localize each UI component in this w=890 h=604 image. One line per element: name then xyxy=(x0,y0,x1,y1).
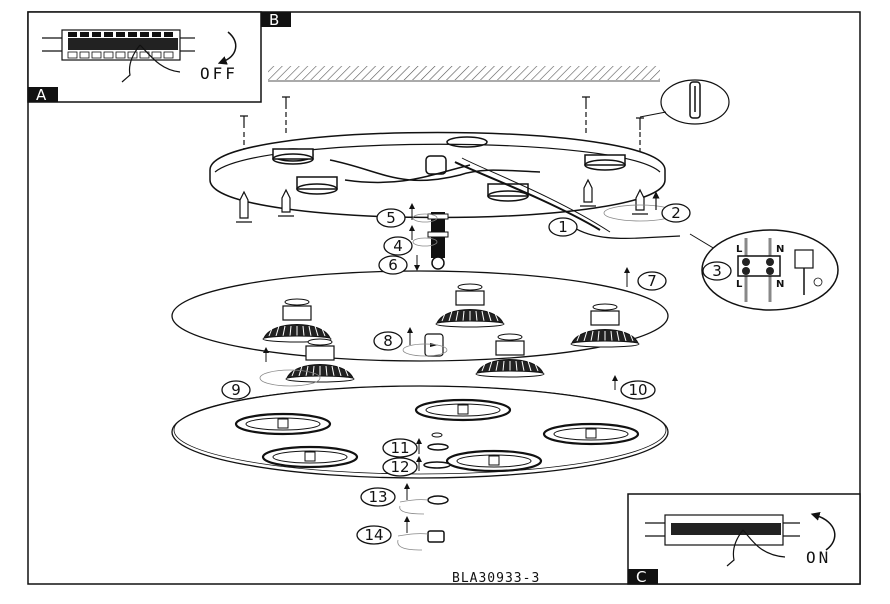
step-number: 9 xyxy=(231,381,241,399)
nut-icon xyxy=(431,256,445,270)
step-label-2: 2 xyxy=(661,203,691,223)
step-label-10: 10 xyxy=(620,380,656,400)
panel-switch-on: C ON xyxy=(627,493,861,586)
terminal-label-bottom-l: L xyxy=(736,279,743,290)
panel-b-tag: B xyxy=(269,11,279,29)
screw-icon xyxy=(582,96,590,109)
bulbs-group xyxy=(262,283,640,383)
threaded-rod xyxy=(409,203,449,271)
step-number: 13 xyxy=(368,488,387,506)
step-number: 7 xyxy=(647,272,657,290)
gu10-bulb-icon xyxy=(475,333,545,378)
spotlight-ring-icon xyxy=(414,398,512,422)
small-parts-11-12 xyxy=(416,432,451,471)
circuit-breaker-icon xyxy=(645,514,800,546)
step-number: 5 xyxy=(386,209,396,227)
step-number: 14 xyxy=(364,526,383,544)
step-number: 2 xyxy=(671,204,681,222)
ceiling-hatch-icon xyxy=(268,66,660,80)
lamp-holder-icon xyxy=(446,136,488,148)
circuit-breaker-icon xyxy=(42,29,195,61)
spotlight-ring-icon xyxy=(542,422,640,446)
terminal-label-bottom-n: N xyxy=(776,279,784,290)
wall-plug-icon xyxy=(278,188,294,217)
wall-plug-icon xyxy=(236,190,252,223)
step-number: 4 xyxy=(393,237,403,255)
switch-off-label: OFF xyxy=(200,64,238,83)
earth-ground-icon xyxy=(813,277,823,287)
terminal-label-top-l: L xyxy=(736,244,743,255)
step-label-5: 5 xyxy=(376,208,406,228)
screw-icon xyxy=(282,96,290,109)
step-label-6: 6 xyxy=(378,255,408,275)
panel-b-tag-bg xyxy=(261,12,291,27)
step-number: 6 xyxy=(388,256,398,274)
step-number: 12 xyxy=(390,458,409,476)
wiring-detail-callout: L N L N xyxy=(701,229,839,311)
page-frame xyxy=(27,11,861,585)
middle-plate xyxy=(171,270,669,362)
rotate-down-arrow-icon xyxy=(217,31,237,65)
lamp-holder-icon xyxy=(296,176,338,195)
step-label-11: 11 xyxy=(382,438,418,458)
step-label-12: 12 xyxy=(382,457,418,477)
step-label-3: 3 xyxy=(702,261,732,281)
switch-on-label: ON xyxy=(806,548,831,567)
rotation-hint xyxy=(259,369,321,387)
gu10-bulb-icon xyxy=(570,303,640,348)
step-number: 11 xyxy=(390,439,409,457)
panel-a-tag-bg xyxy=(28,87,58,102)
spotlight-rings xyxy=(234,398,640,473)
wall-plug-icon xyxy=(580,178,596,207)
step-label-9: 9 xyxy=(221,380,251,400)
panel-switch-off: A B OFF xyxy=(27,11,291,104)
panel-a-tag: A xyxy=(36,86,47,104)
screw-icon xyxy=(636,117,644,130)
step-label-8: 8 xyxy=(373,331,403,351)
step-label-13: 13 xyxy=(360,487,396,507)
document-code: BLA30933-3 xyxy=(452,571,540,586)
lamp-holder-icon xyxy=(487,183,529,202)
panel-c-tag: C xyxy=(636,568,646,586)
cable-icon xyxy=(559,217,681,239)
gu10-bulb-icon xyxy=(285,338,355,383)
step-label-7: 7 xyxy=(637,271,667,291)
terminal-label-top-n: N xyxy=(776,244,784,255)
lamp-holder-icon xyxy=(272,148,314,165)
gu10-bulb-icon xyxy=(262,298,332,343)
base-plate xyxy=(209,131,666,233)
spotlight-ring-icon xyxy=(234,412,332,436)
spotlight-ring-icon xyxy=(445,449,543,473)
clip-part xyxy=(402,327,448,357)
screw-icon xyxy=(240,115,248,128)
step-number: 1 xyxy=(558,218,568,236)
hand-pointer-icon xyxy=(121,44,181,83)
wall-plug-callout xyxy=(639,79,730,125)
ground-terminal-icon xyxy=(794,249,814,269)
end-cap-icon xyxy=(427,530,445,543)
hand-pointer-icon xyxy=(726,529,786,567)
part-13-14 xyxy=(397,483,449,551)
panel-c-tag-bg xyxy=(628,569,658,584)
connector-icon xyxy=(425,155,447,175)
glass-plate xyxy=(171,385,669,479)
spotlight-ring-icon xyxy=(261,445,359,469)
step-number: 10 xyxy=(628,381,647,399)
wall-plug-icon xyxy=(632,188,648,215)
step-label-14: 14 xyxy=(356,525,392,545)
step-number: 8 xyxy=(383,332,393,350)
step-label-4: 4 xyxy=(383,236,413,256)
lamp-holder-icon xyxy=(584,154,626,171)
gu10-bulb-icon xyxy=(435,283,505,328)
nut-icon xyxy=(427,495,449,505)
step-label-1: 1 xyxy=(548,217,578,237)
rotate-up-arrow-icon xyxy=(810,512,836,551)
step-number: 3 xyxy=(712,262,722,280)
